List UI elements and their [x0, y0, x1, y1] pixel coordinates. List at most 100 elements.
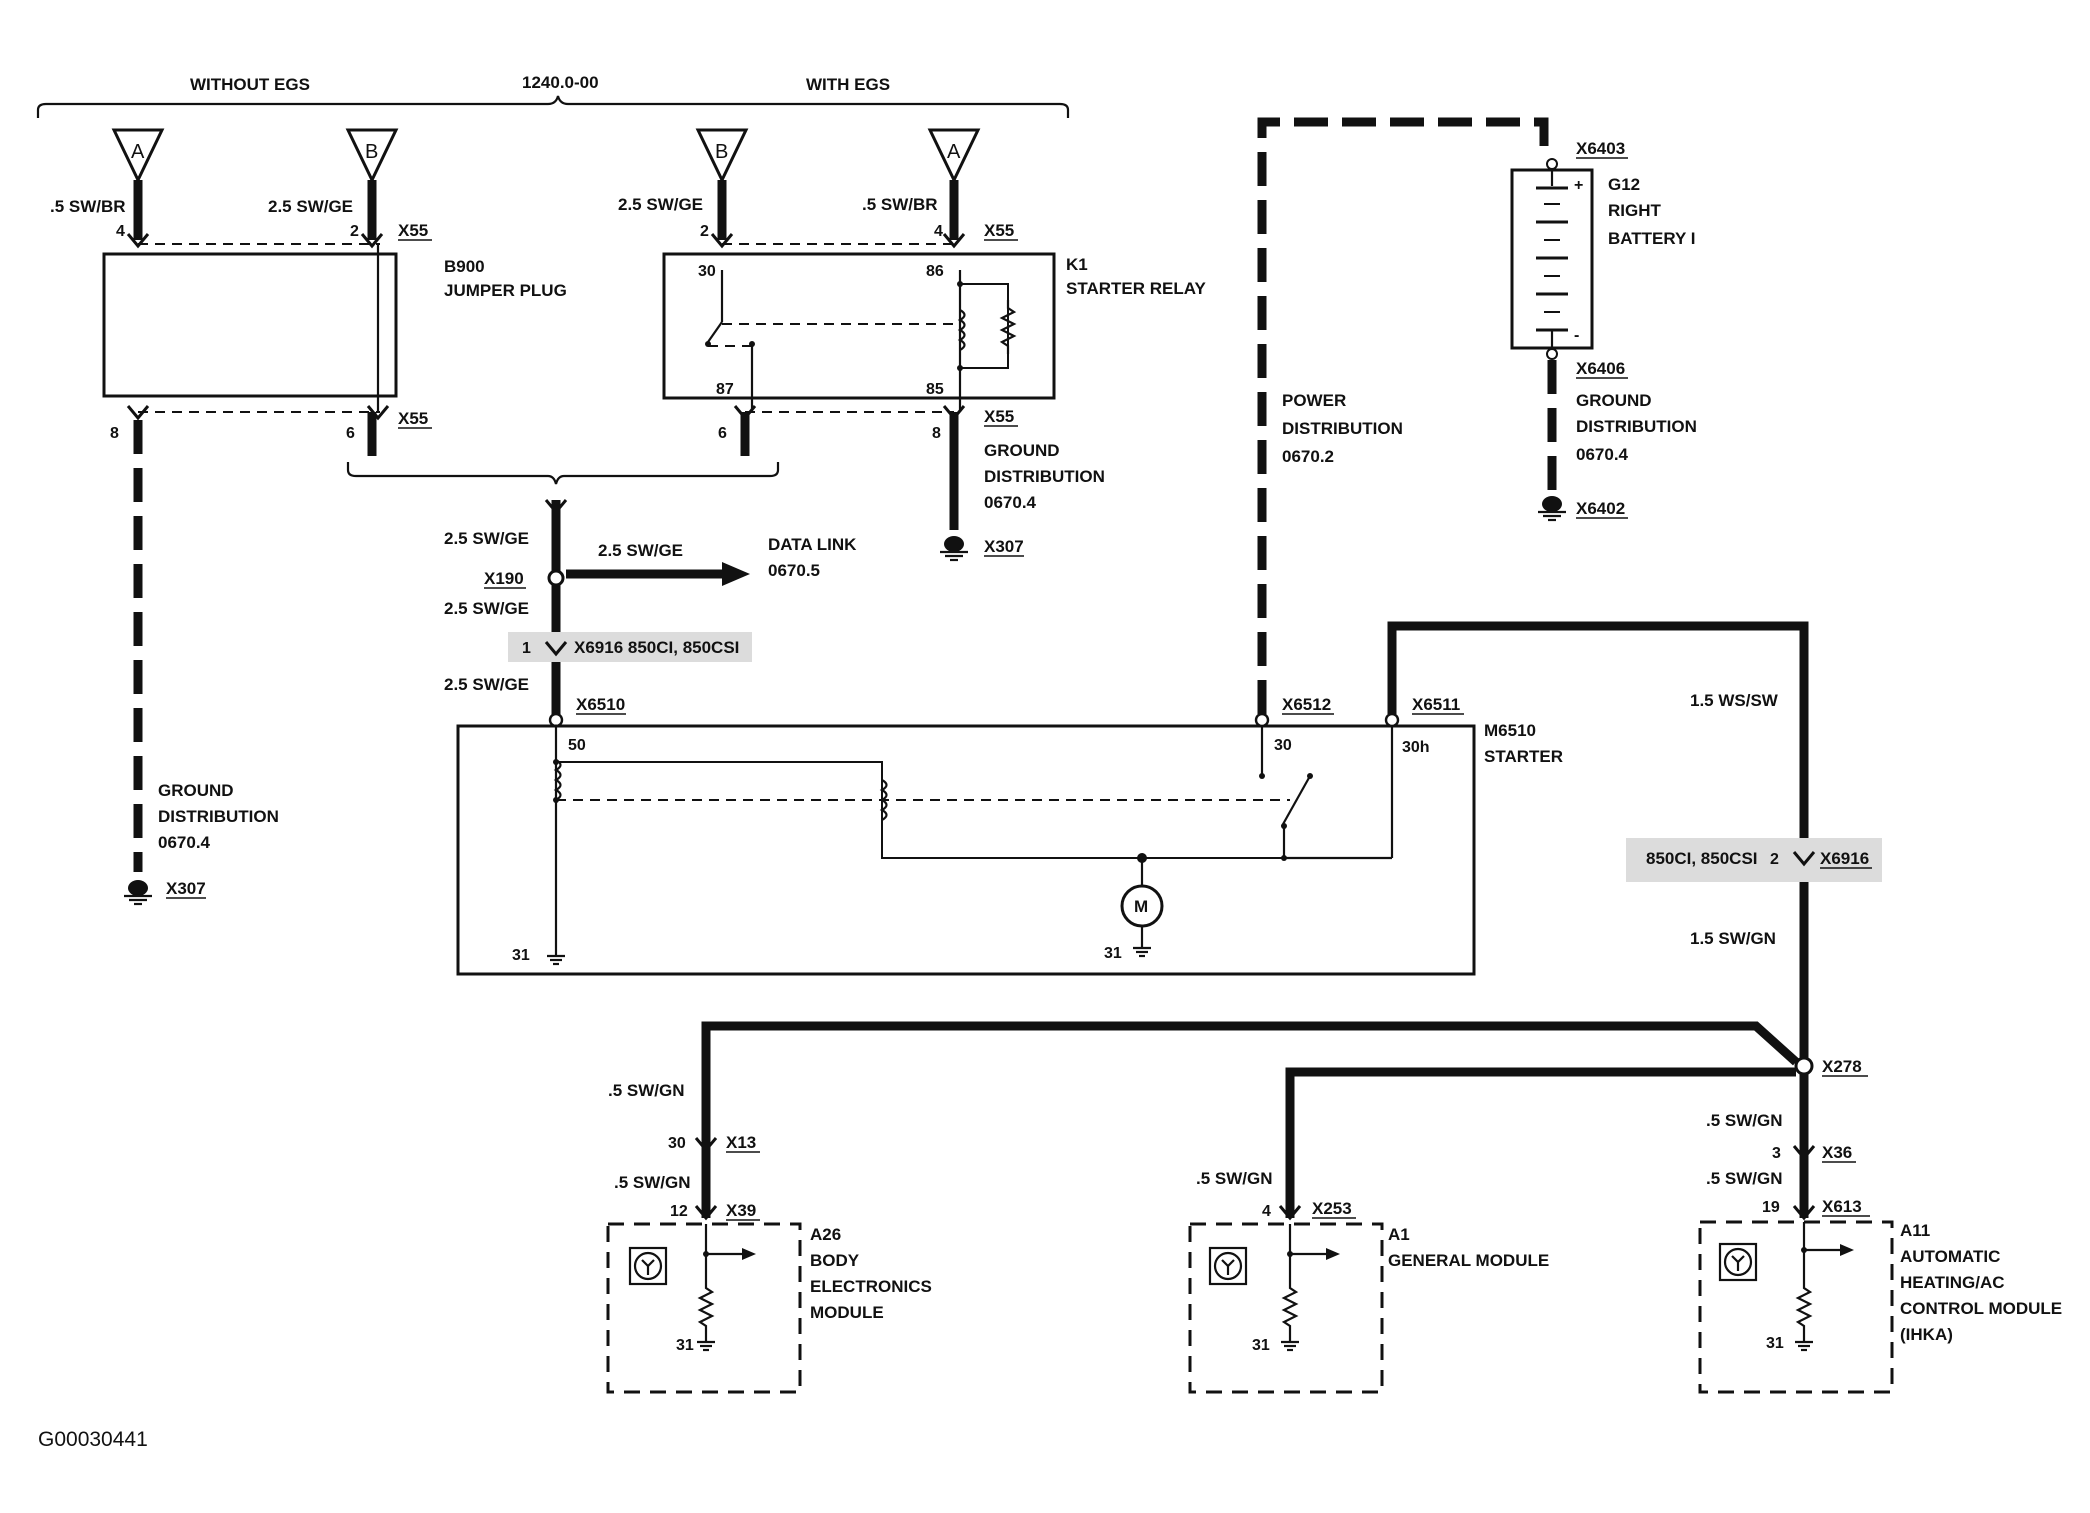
starter-gnd-left: 31: [512, 947, 530, 964]
trunk-label-2: 2.5 SW/GE: [444, 599, 529, 618]
starter-relay: [662, 243, 1056, 413]
starter-pin-30h: 30h: [1402, 739, 1430, 756]
datalink-wire-label: 2.5 SW/GE: [598, 541, 683, 560]
battery-l2: BATTERY I: [1608, 229, 1696, 248]
wire-label-sw-br-left: .5 SW/BR: [50, 197, 126, 216]
svg-text:B: B: [715, 141, 728, 163]
splice-x190-dot: [547, 569, 565, 587]
ihka-l4: (IHKA): [1900, 1325, 1953, 1344]
bem-l3: MODULE: [810, 1303, 884, 1322]
battery-minus: -: [1574, 327, 1579, 344]
ihka-box: [1698, 1220, 1894, 1394]
battery-gnd-conn: X6402: [1576, 499, 1625, 518]
gm-id: A1: [1388, 1225, 1410, 1244]
battery-gnd-l2: DISTRIBUTION: [1576, 417, 1697, 436]
jumper-pin-4: 4: [116, 223, 125, 240]
jumper-conn-bottom: X55: [398, 409, 428, 428]
battery-gnd-l1: GROUND: [1576, 391, 1652, 410]
starter-conn-30: X6512: [1282, 695, 1331, 714]
gm-wire-label: .5 SW/GN: [1196, 1169, 1273, 1188]
relay-pin-85: 85: [926, 381, 944, 398]
bem-pin-12: 12: [670, 1203, 688, 1220]
power-dist-l2: DISTRIBUTION: [1282, 419, 1403, 438]
footer-id: G00030441: [38, 1428, 148, 1451]
starter-pin-30: 30: [1274, 737, 1292, 754]
jumper-id: B900: [444, 257, 485, 276]
starter-name: STARTER: [1484, 747, 1563, 766]
battery-l1: RIGHT: [1608, 201, 1662, 220]
relay-pin-30: 30: [698, 263, 716, 280]
left-ground-conn: X307: [166, 879, 206, 898]
starter-conn-50: X6510: [576, 695, 625, 714]
jumper-plug: [102, 243, 398, 413]
relay-conn-bottom: X55: [984, 407, 1014, 426]
conn-x6916-pin: 1: [522, 640, 531, 657]
relay-pin-87: 87: [716, 381, 734, 398]
ihka-conn-x36: X36: [1822, 1143, 1852, 1162]
svg-text:A: A: [947, 141, 961, 163]
splice-x190: X190: [484, 569, 524, 588]
connector-b-left: B: [345, 128, 399, 184]
starter-pin-50: 50: [568, 737, 586, 754]
splice-x278-dot: [1794, 1056, 1814, 1076]
battery-conn-bottom: X6406: [1576, 359, 1625, 378]
relay-pin-4: 4: [934, 223, 943, 240]
bem-pin-30: 30: [668, 1135, 686, 1152]
relay-ground-l1: GROUND: [984, 441, 1060, 460]
wire-label-sw-ge-left: 2.5 SW/GE: [268, 197, 353, 216]
wire-label-ws-sw: 1.5 WS/SW: [1690, 691, 1779, 710]
ihka-gnd: 31: [1766, 1335, 1784, 1352]
starter-motor-box: M: [456, 724, 1476, 976]
ihka-l1: AUTOMATIC: [1900, 1247, 2000, 1266]
connector-brace: [346, 462, 780, 485]
bem-conn-x39: X39: [726, 1201, 756, 1220]
power-dist-l3: 0670.2: [1282, 447, 1334, 466]
jumper-pin-8: 8: [110, 425, 119, 442]
gm-name: GENERAL MODULE: [1388, 1251, 1549, 1270]
jumper-name: JUMPER PLUG: [444, 281, 567, 300]
battery-id: G12: [1608, 175, 1640, 194]
relay-pin-8: 8: [932, 425, 941, 442]
ihka-pin-19: 19: [1762, 1199, 1780, 1216]
ihka-wire-label-1: .5 SW/GN: [1706, 1111, 1783, 1130]
battery-plus: +: [1574, 177, 1583, 194]
bem-id: A26: [810, 1225, 841, 1244]
bem-l1: BODY: [810, 1251, 860, 1270]
trunk-label-1: 2.5 SW/GE: [444, 529, 529, 548]
ihka-l2: HEATING/AC: [1900, 1273, 2005, 1292]
relay-name: STARTER RELAY: [1066, 279, 1206, 298]
header-ref: 1240.0-00: [522, 73, 599, 92]
bem-wire-label-2: .5 SW/GN: [614, 1173, 691, 1192]
left-ground-l2: DISTRIBUTION: [158, 807, 279, 826]
wire-label-sw-gn-15: 1.5 SW/GN: [1690, 929, 1776, 948]
relay-pin-6: 6: [718, 425, 727, 442]
bem-gnd: 31: [676, 1337, 694, 1354]
starter-conn-30h: X6511: [1412, 695, 1460, 714]
jumper-pin-6: 6: [346, 425, 355, 442]
relay-ground-l2: DISTRIBUTION: [984, 467, 1105, 486]
relay-pin-2: 2: [700, 223, 709, 240]
gm-pin-4: 4: [1262, 1203, 1271, 1220]
relay-id: K1: [1066, 255, 1088, 274]
datalink-l2: 0670.5: [768, 561, 820, 580]
ihka-conn-x613: X613: [1822, 1197, 1862, 1216]
relay-conn-top: X55: [984, 221, 1014, 240]
relay-pin-86: 86: [926, 263, 944, 280]
conn-x6916b-conn: X6916: [1820, 849, 1869, 868]
gm-conn-x253: X253: [1312, 1199, 1352, 1218]
left-ground-l1: GROUND: [158, 781, 234, 800]
relay-ground-l3: 0670.4: [984, 493, 1037, 512]
header-brace: [36, 95, 1070, 118]
bem-wire-label-1: .5 SW/GN: [608, 1081, 685, 1100]
gm-gnd: 31: [1252, 1337, 1270, 1354]
jumper-conn-top: X55: [398, 221, 428, 240]
battery: [1510, 158, 1594, 360]
conn-x6916b-text: 850CI, 850CSI: [1646, 849, 1758, 868]
connector-a-left: A: [111, 128, 165, 184]
conn-x6916-text: X6916 850CI, 850CSI: [574, 638, 739, 657]
svg-text:A: A: [131, 141, 145, 163]
ihka-wire-label-2: .5 SW/GN: [1706, 1169, 1783, 1188]
bem-conn-x13: X13: [726, 1133, 756, 1152]
trunk-label-3: 2.5 SW/GE: [444, 675, 529, 694]
